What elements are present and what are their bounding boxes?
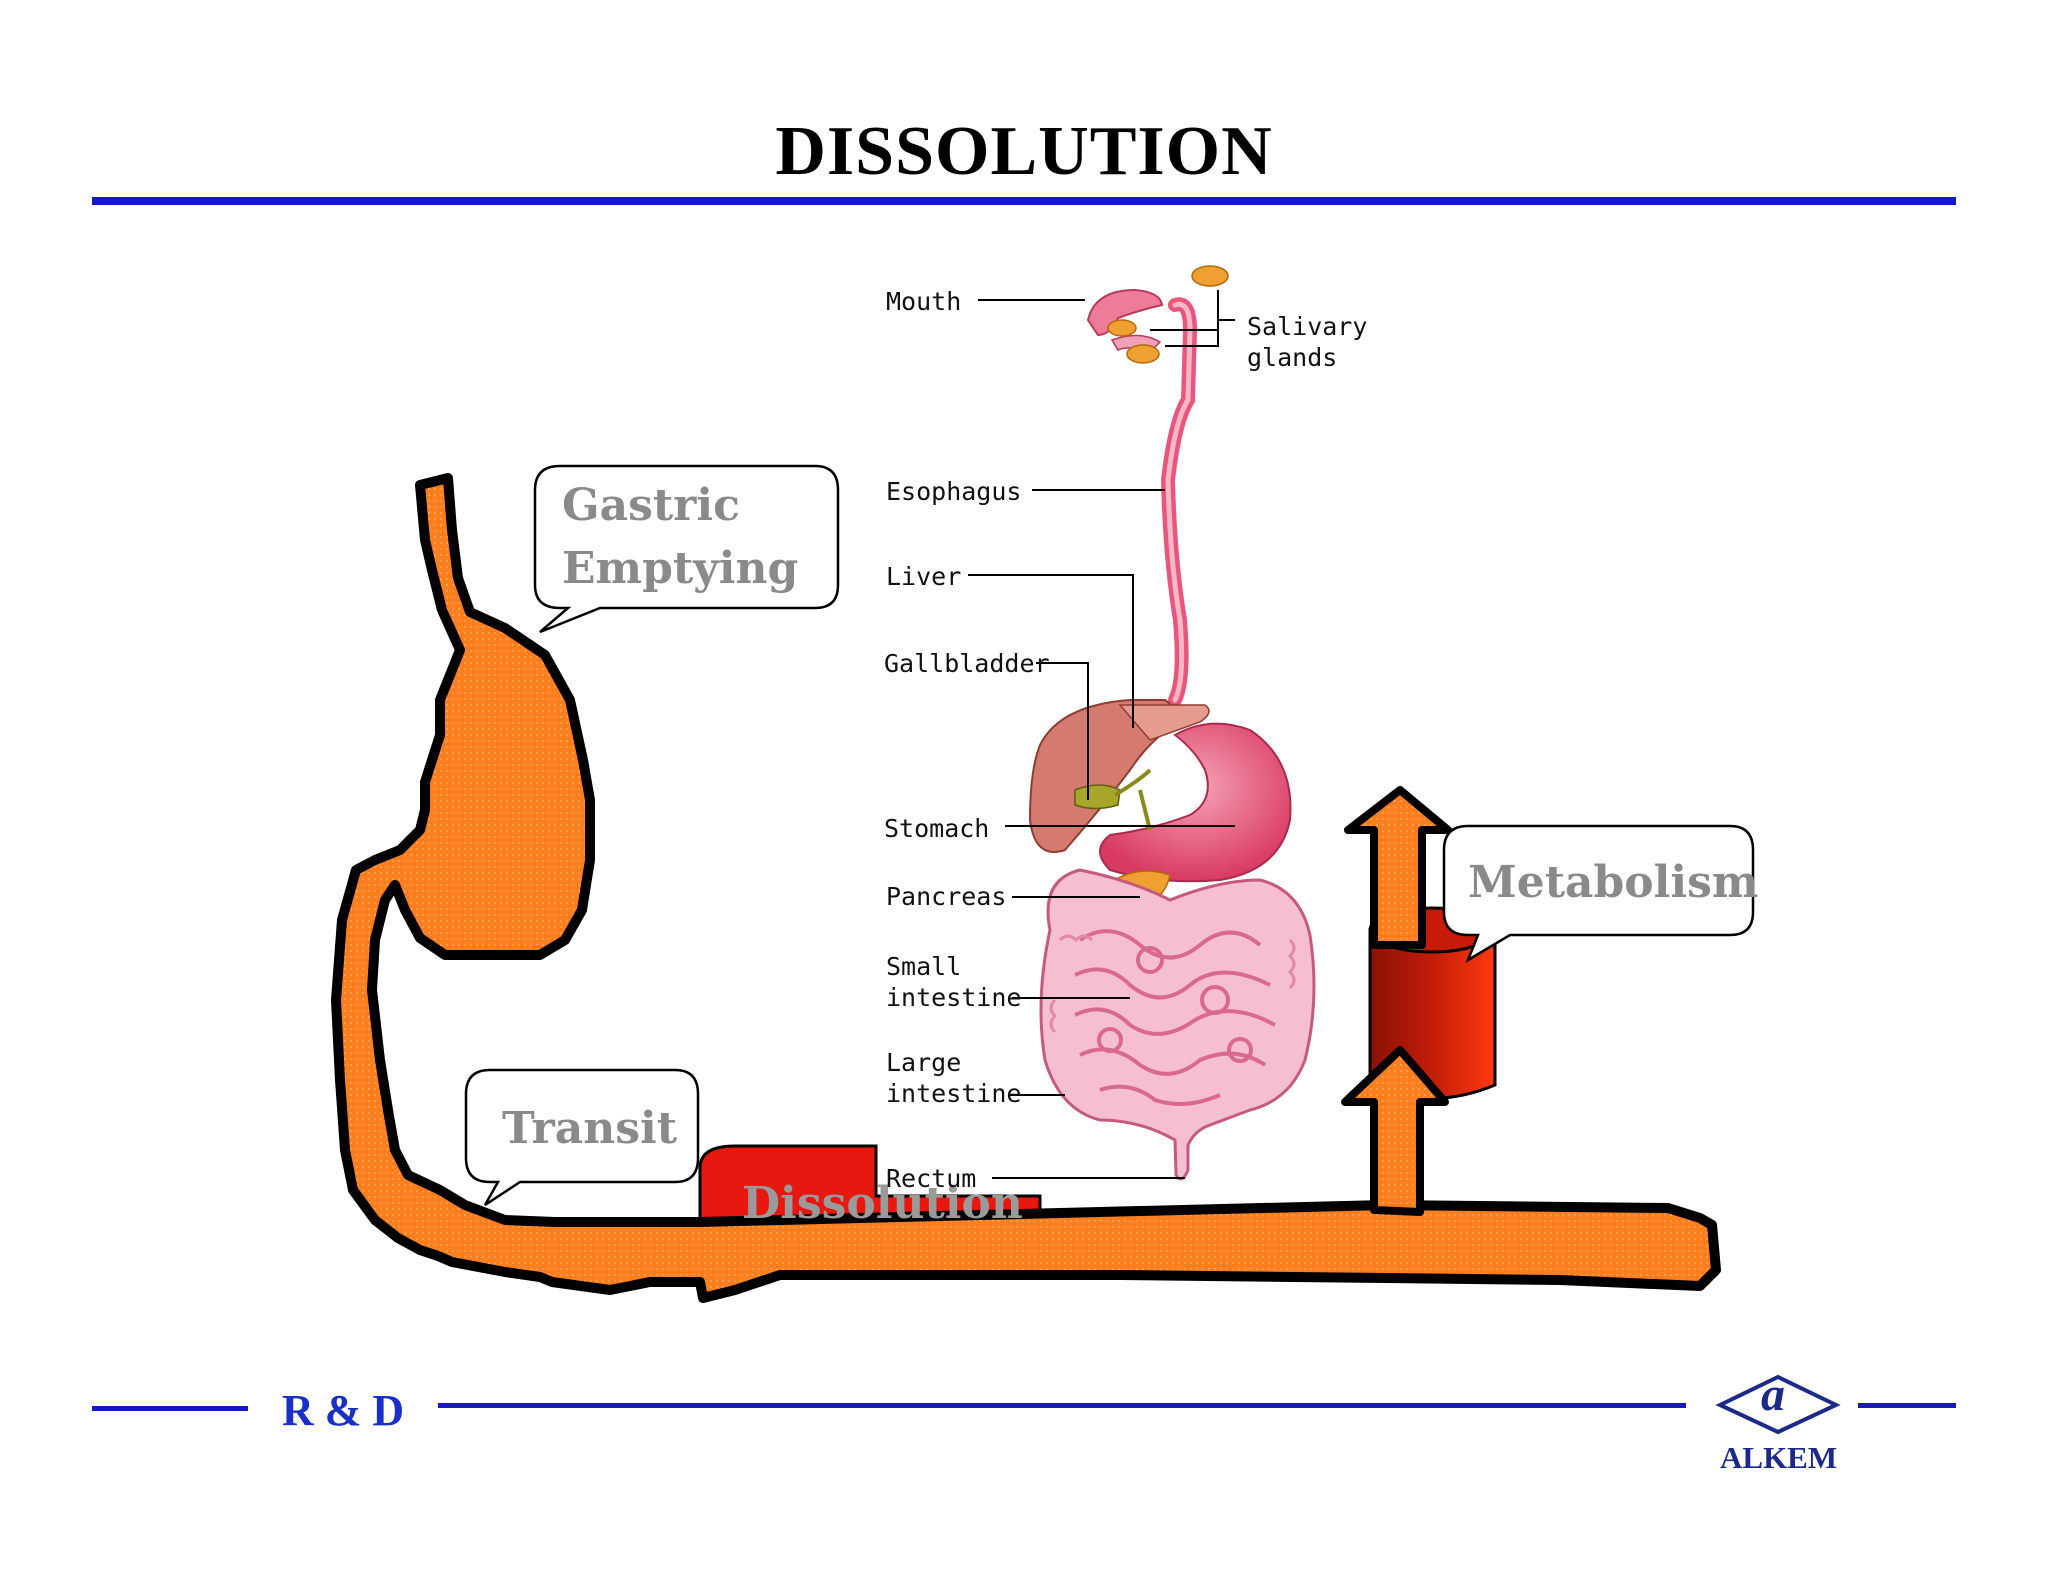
alkem-logo-icon xyxy=(1715,1374,1841,1435)
label-mouth: Mouth xyxy=(886,287,962,316)
metabolism-arrow xyxy=(1344,786,1452,949)
gastric-emptying-label-line1: Gastric xyxy=(562,480,740,531)
slide-title: DISSOLUTION xyxy=(775,113,1273,190)
metabolism-label: Metabolism xyxy=(1468,857,1759,908)
label-pancreas: Pancreas xyxy=(886,882,1007,911)
digestive-system-illustration xyxy=(1028,265,1316,1181)
transit-label: Transit xyxy=(502,1103,678,1154)
leader-lines xyxy=(968,290,1235,1179)
label-rectum: Rectum xyxy=(886,1164,977,1193)
absorption-arrow xyxy=(1341,1046,1449,1216)
label-salivary-glands: Salivary glands xyxy=(1247,312,1368,372)
transit-bubble xyxy=(464,1068,700,1207)
alkem-logo-letter: a xyxy=(1761,1368,1785,1421)
label-small-intestine: Small intestine xyxy=(886,952,1022,1012)
metabolism-bubble xyxy=(1442,824,1755,963)
label-liver: Liver xyxy=(886,562,962,591)
footer-rule-right xyxy=(1858,1403,1956,1408)
gastric-emptying-bubble xyxy=(533,464,840,634)
gi-tract xyxy=(331,473,1721,1303)
label-gallbladder: Gallbladder xyxy=(884,649,1050,678)
title-rule xyxy=(92,197,1956,205)
dissolution-block xyxy=(698,1144,1042,1224)
label-large-intestine: Large intestine xyxy=(886,1048,1022,1108)
label-stomach: Stomach xyxy=(884,814,990,843)
dissolution-label-clip: Dissolution xyxy=(700,1150,1060,1220)
alkem-brand: ALKEM xyxy=(1720,1440,1838,1475)
footer-department: R & D xyxy=(282,1386,405,1435)
gastric-emptying-label-line2: Emptying xyxy=(562,543,799,594)
label-esophagus: Esophagus xyxy=(886,477,1022,506)
footer-rule-middle xyxy=(438,1403,1686,1408)
dissolution-label: Dissolution xyxy=(742,1178,1023,1220)
footer-rule-left xyxy=(92,1406,248,1411)
